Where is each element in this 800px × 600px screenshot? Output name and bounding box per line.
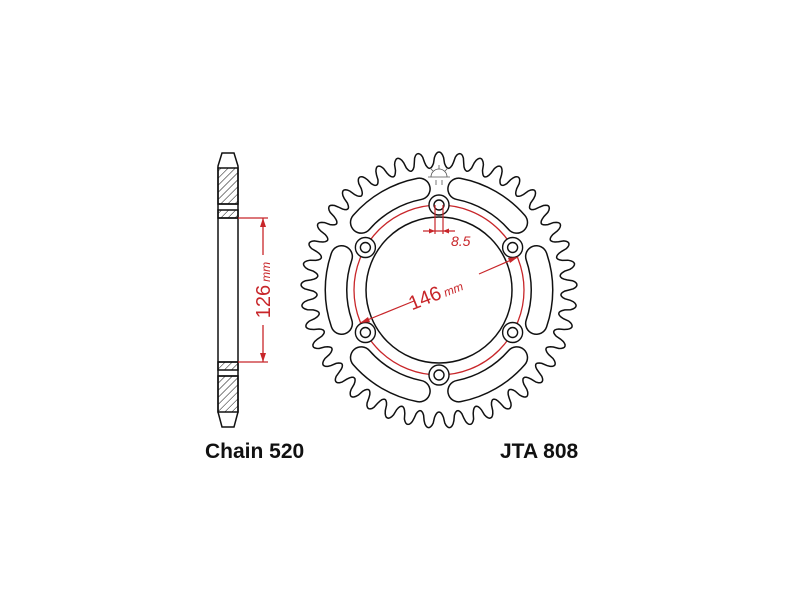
lightening-slots xyxy=(324,177,554,403)
offset-dimension xyxy=(238,217,268,363)
part-number: JTA 808 xyxy=(500,440,579,463)
bolt-circle-dimension xyxy=(359,256,519,324)
lightening-slot xyxy=(326,246,352,334)
bolt-hole xyxy=(428,194,450,216)
bolt-hole xyxy=(354,236,377,259)
bolt-hole xyxy=(506,241,519,254)
logo-icon xyxy=(428,165,450,185)
bolt-hole xyxy=(359,241,372,254)
bolt-hole-label: 8.5 xyxy=(451,233,471,249)
lightening-slot xyxy=(351,347,430,402)
bolt-hole xyxy=(501,236,524,259)
sprocket-front-view xyxy=(300,151,578,429)
lightening-slot xyxy=(448,347,527,402)
lightening-slot xyxy=(448,178,527,233)
bolt-hole xyxy=(359,326,372,339)
chain-label: Chain 520 xyxy=(205,440,305,463)
bolt-holes xyxy=(354,194,524,386)
bolt-hole xyxy=(433,369,445,381)
bolt-hole xyxy=(501,321,524,344)
bolt-hole xyxy=(354,321,377,344)
center-bore xyxy=(365,216,513,364)
bolt-hole xyxy=(433,199,445,211)
lightening-slot xyxy=(526,246,552,334)
bolt-hole xyxy=(506,326,519,339)
lightening-slot xyxy=(351,178,430,233)
bolt-hole-dimension xyxy=(423,205,455,234)
side-profile xyxy=(217,152,239,428)
bolt-hole xyxy=(428,364,450,386)
offset-dimension-label: 126mm xyxy=(253,262,275,318)
